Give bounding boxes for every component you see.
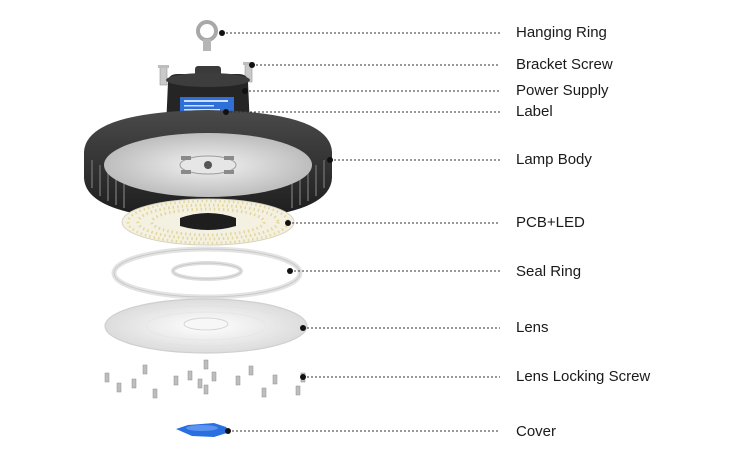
label-label: Label — [516, 103, 553, 121]
cover — [176, 423, 230, 437]
lens — [105, 299, 307, 353]
hanging-ring — [198, 22, 216, 51]
label-pcb-led: PCB+LED — [516, 214, 585, 232]
label-seal-ring: Seal Ring — [516, 263, 581, 281]
label-cover: Cover — [516, 423, 556, 441]
label-hanging-ring: Hanging Ring — [516, 24, 607, 42]
lens-locking-screws — [105, 360, 305, 398]
label-lens-locking-screw: Lens Locking Screw — [516, 368, 650, 386]
pcb-led — [122, 199, 294, 245]
label-power-supply: Power Supply — [516, 82, 609, 100]
seal-ring — [114, 249, 300, 297]
label-lamp-body: Lamp Body — [516, 151, 592, 169]
label-lens: Lens — [516, 319, 549, 337]
label-bracket-screw: Bracket Screw — [516, 56, 613, 74]
